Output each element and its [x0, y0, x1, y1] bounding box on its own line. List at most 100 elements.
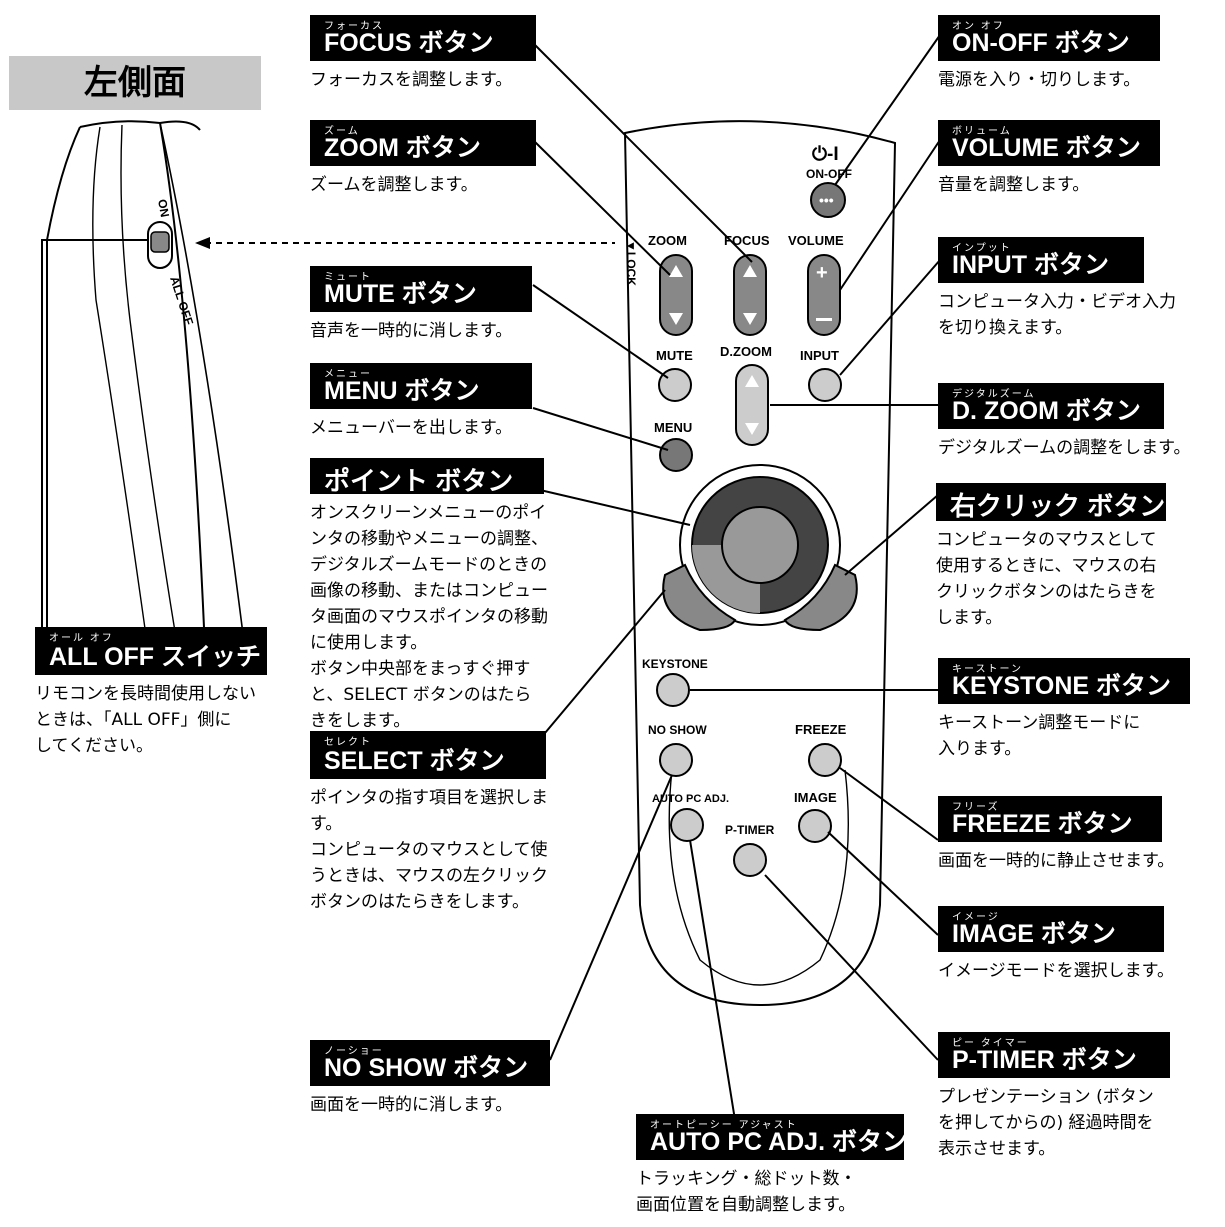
- keystone-button[interactable]: [656, 673, 690, 707]
- mute-ruby: ミュート: [324, 272, 372, 283]
- menu-button[interactable]: [659, 438, 693, 472]
- no-show-label: NO SHOW: [648, 723, 707, 737]
- callout-point: ポイント ボタン オンスクリーンメニューのポイ ンタの移動やメニューの調整、 デ…: [310, 458, 600, 734]
- freeze-label: FREEZE: [795, 722, 847, 737]
- remote-side-view: [46, 120, 246, 651]
- all-off-desc: リモコンを長時間使用しない ときは、「ALL OFF」側に してください。: [35, 684, 256, 756]
- on-off-button[interactable]: [810, 182, 846, 218]
- p-timer-desc: プレゼンテーション (ボタン を押してからの) 経過時間を 表示させます。: [938, 1087, 1154, 1159]
- image-button[interactable]: [798, 809, 832, 843]
- no-show-ruby: ノーショー: [324, 1046, 384, 1057]
- dzoom-rocker[interactable]: [735, 364, 769, 446]
- keystone-label: KEYSTONE: [642, 657, 708, 671]
- select-title: SELECT ボタン: [324, 747, 505, 775]
- zoom-ruby: ズーム: [324, 126, 360, 137]
- power-symbol: ⏻-I: [812, 144, 839, 165]
- p-timer-title: P-TIMER ボタン: [952, 1046, 1137, 1074]
- remote-body: [623, 120, 897, 1007]
- input-label: INPUT: [800, 348, 839, 363]
- auto-pc-ruby: オートピーシー アジャスト: [650, 1120, 798, 1131]
- select-desc: ポインタの指す項目を選択しま す。 コンピュータのマウスとして使 うときは、マウ…: [310, 788, 548, 912]
- dzoom-ruby: デジタルズーム: [952, 389, 1036, 400]
- no-show-button[interactable]: [659, 743, 693, 777]
- point-desc: オンスクリーンメニューのポイ ンタの移動やメニューの調整、 デジタルズームモード…: [310, 503, 548, 731]
- focus-ruby: フォーカス: [324, 21, 384, 32]
- on-off-desc: 電源を入り・切りします。: [938, 70, 1141, 90]
- volume-desc: 音量を調整します。: [938, 175, 1090, 195]
- volume-rocker[interactable]: +: [807, 254, 841, 336]
- freeze-desc: 画面を一時的に静止させます。: [938, 851, 1175, 871]
- freeze-title: FREEZE ボタン: [952, 810, 1133, 838]
- select-ruby: セレクト: [324, 737, 372, 748]
- all-off-title: ALL OFF スイッチ: [49, 643, 262, 671]
- p-timer-label: P-TIMER: [725, 823, 775, 837]
- input-button[interactable]: [808, 368, 842, 402]
- volume-label: VOLUME: [788, 233, 844, 248]
- zoom-desc: ズームを調整します。: [310, 175, 478, 195]
- dzoom-title: D. ZOOM ボタン: [952, 397, 1141, 425]
- right-click-title: 右クリック ボタン: [950, 491, 1166, 521]
- auto-pc-label: AUTO PC ADJ.: [652, 793, 729, 805]
- dzoom-desc: デジタルズームの調整をします。: [938, 438, 1191, 458]
- dzoom-label: D.ZOOM: [720, 344, 772, 359]
- image-ruby: イメージ: [952, 912, 1000, 923]
- side-panel-title: 左側面: [9, 56, 261, 110]
- on-off-ruby: オン オフ: [952, 21, 1005, 32]
- focus-title: FOCUS ボタン: [324, 29, 494, 57]
- on-off-title: ON-OFF ボタン: [952, 29, 1130, 57]
- all-off-switch: ON ALL OFF: [147, 198, 196, 327]
- input-title: INPUT ボタン: [952, 251, 1109, 279]
- keystone-desc: キーストーン調整モードに 入ります。: [938, 713, 1141, 759]
- zoom-title: ZOOM ボタン: [324, 134, 481, 162]
- keystone-ruby: キーストーン: [952, 664, 1023, 675]
- switch-on-label: ON: [155, 198, 172, 218]
- right-click-desc: コンピュータのマウスとして 使用するときに、マウスの右 クリックボタンのはたらき…: [936, 530, 1157, 628]
- input-desc: コンピュータ入力・ビデオ入力 を切り換えます。: [938, 292, 1176, 338]
- p-timer-ruby: ピー タイマー: [952, 1038, 1029, 1049]
- focus-desc: フォーカスを調整します。: [310, 70, 513, 90]
- keystone-title: KEYSTONE ボタン: [952, 672, 1172, 700]
- left-click-button[interactable]: [662, 563, 737, 632]
- p-timer-button[interactable]: [733, 843, 767, 877]
- menu-title: MENU ボタン: [324, 377, 480, 405]
- image-title: IMAGE ボタン: [952, 920, 1116, 948]
- zoom-rocker[interactable]: [659, 254, 693, 336]
- mute-button[interactable]: [658, 368, 692, 402]
- right-click-button[interactable]: [783, 563, 858, 632]
- lock-label: ▼LOCK: [624, 240, 638, 286]
- menu-label: MENU: [654, 420, 692, 435]
- menu-desc: メニューバーを出します。: [310, 418, 513, 438]
- volume-title: VOLUME ボタン: [952, 134, 1141, 162]
- mute-desc: 音声を一時的に消します。: [310, 321, 513, 341]
- point-button[interactable]: [691, 476, 829, 614]
- no-show-title: NO SHOW ボタン: [324, 1054, 529, 1082]
- focus-rocker[interactable]: [733, 254, 767, 336]
- freeze-ruby: フリーズ: [952, 802, 1000, 813]
- mute-label: MUTE: [656, 348, 693, 363]
- image-desc: イメージモードを選択します。: [938, 961, 1174, 981]
- svg-text:+: +: [816, 262, 828, 284]
- auto-pc-desc: トラッキング・総ドット数・ 画面位置を自動調整します。: [636, 1169, 857, 1215]
- freeze-button[interactable]: [808, 743, 842, 777]
- leader-lines: [532, 34, 941, 1121]
- auto-pc-button[interactable]: [670, 808, 704, 842]
- callout-right-click: 右クリック ボタン コンピュータのマウスとして 使用するときに、マウスの右 クリ…: [936, 483, 1216, 631]
- point-title: ポイント ボタン: [324, 466, 514, 496]
- menu-ruby: メニュー: [324, 369, 372, 380]
- auto-pc-title: AUTO PC ADJ. ボタン: [650, 1128, 907, 1156]
